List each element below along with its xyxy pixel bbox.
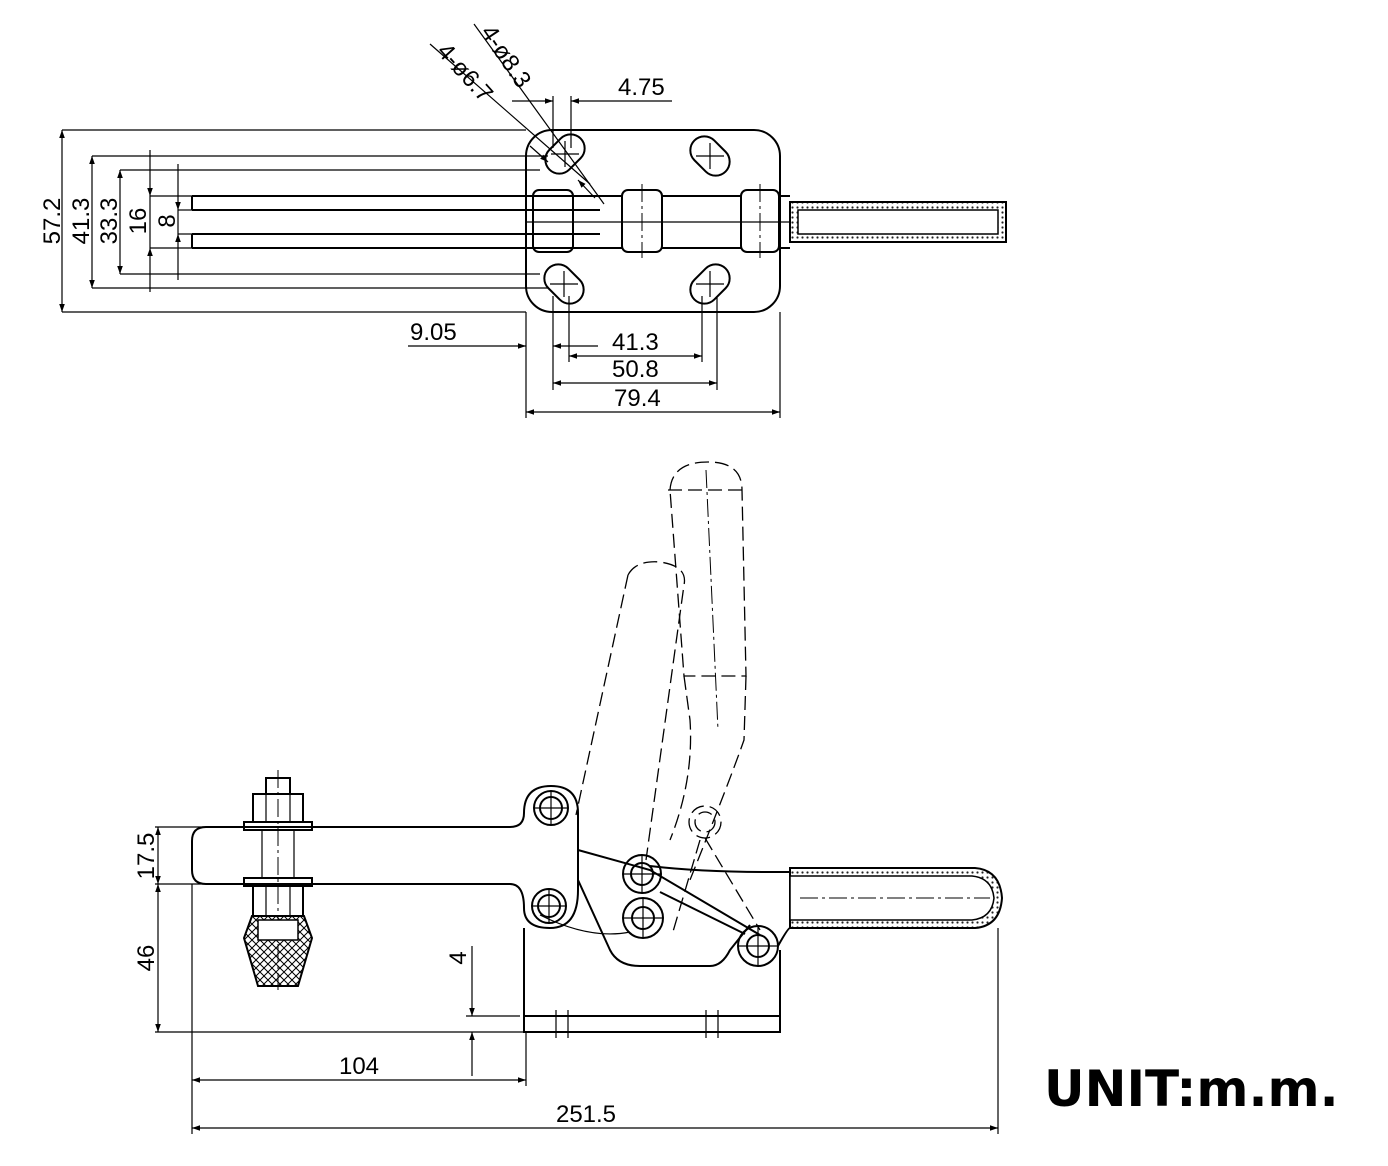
dim-edge-offset: 9.05 [410, 319, 457, 346]
mounting-slot-top-left [544, 133, 586, 175]
spindle-assembly [242, 770, 314, 990]
pivot-lower-center [622, 897, 664, 939]
dim-width-overall: 57.2 [39, 198, 66, 245]
arm-open-phantom [627, 561, 686, 861]
dim-overall-length: 251.5 [556, 1101, 616, 1128]
top-view: 57.2 41.3 33.3 16 8 4-ø6.7 4-ø8.3 4.75 9… [39, 20, 1007, 418]
mounting-slot-bottom-right [689, 263, 731, 305]
dim-slot-offset: 4.75 [618, 74, 665, 101]
dim-base-thickness: 4 [445, 951, 472, 964]
handle-open-phantom [669, 461, 747, 677]
pivot-center [622, 854, 662, 894]
leader-hole-small [429, 43, 591, 185]
dim-hole-pitch-outer: 50.8 [612, 356, 659, 383]
base-mount [523, 928, 781, 1033]
dim-width-slot: 8 [154, 214, 181, 227]
pivot-bottom-left [531, 888, 567, 924]
dim-width-inner: 33.3 [96, 198, 123, 245]
leader-hole-large [473, 23, 605, 205]
mounting-slot-bottom-left [543, 263, 585, 305]
pivot-top-left [533, 790, 569, 826]
dim-base-length: 79.4 [614, 385, 661, 412]
pivot-open-position [688, 805, 722, 839]
dim-width-outer-holes: 41.3 [68, 198, 95, 245]
dim-hole-pitch-inner: 41.3 [612, 329, 659, 356]
pivot-bushing-left [532, 189, 574, 253]
dim-arm-height: 17.5 [133, 833, 160, 880]
side-view: 17.5 46 4 104 251.5 [133, 461, 1004, 1134]
pivot-handle [737, 925, 779, 967]
mounting-slot-top-right [689, 135, 731, 177]
dim-base-height: 46 [133, 945, 160, 972]
dim-reach: 104 [339, 1053, 379, 1080]
clamping-arm [191, 784, 579, 930]
dim-width-bar: 16 [125, 208, 152, 235]
unit-label: UNIT:m.m. [1044, 1060, 1339, 1118]
